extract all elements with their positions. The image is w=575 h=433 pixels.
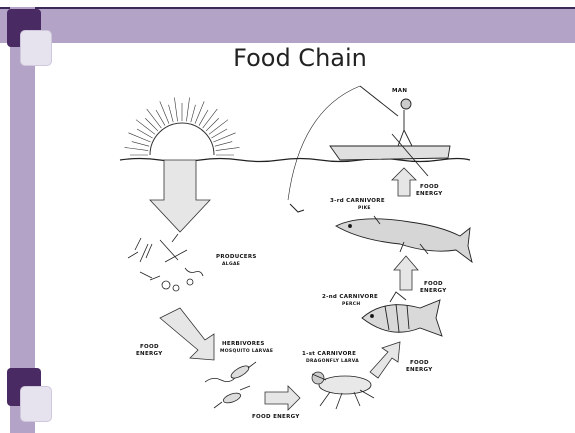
sun-ray bbox=[145, 118, 158, 131]
man-label: MAN bbox=[392, 88, 407, 94]
sun-ray bbox=[124, 147, 148, 150]
first-carnivore-label: 1-st CARNIVORE bbox=[302, 351, 356, 357]
sun-ray bbox=[147, 109, 162, 128]
sun-ray bbox=[169, 105, 174, 122]
sun-ray bbox=[213, 133, 235, 142]
second-carnivore-sublabel: PERCH bbox=[342, 301, 360, 307]
third-carnivore-sublabel: PIKE bbox=[358, 205, 371, 211]
energy-label-2: ENERGY bbox=[420, 288, 447, 294]
second-carnivore-label: 2-nd CARNIVORE bbox=[322, 294, 378, 300]
herbivores-label: HERBIVORES bbox=[222, 341, 265, 347]
sun-ray bbox=[132, 142, 149, 147]
algae-illustration bbox=[128, 234, 203, 291]
sun-ray bbox=[195, 101, 204, 123]
sun-ray bbox=[206, 118, 219, 131]
food-energy-arrow-dragonfly bbox=[370, 342, 400, 378]
food-energy-label-bottom: FOOD ENERGY bbox=[252, 414, 300, 420]
sun-ray bbox=[209, 120, 228, 135]
sun-ray bbox=[191, 105, 196, 122]
third-carnivore-label: 3-rd CARNIVORE bbox=[330, 198, 385, 204]
food-label-4: FOOD bbox=[420, 184, 439, 190]
mosquito-larvae-illustration bbox=[205, 362, 256, 408]
pike-illustration bbox=[336, 216, 472, 262]
energy-label-1: ENERGY bbox=[136, 351, 163, 357]
sun-ray bbox=[203, 109, 218, 128]
food-label-2: FOOD bbox=[424, 281, 443, 287]
sun-ray bbox=[215, 142, 232, 147]
food-energy-arrow-pike bbox=[392, 168, 416, 196]
sun-ray bbox=[186, 97, 189, 121]
food-energy-arrow-producers bbox=[160, 308, 214, 360]
sun-illustration bbox=[124, 97, 239, 155]
sunlight-arrow bbox=[150, 160, 210, 232]
sun-ray bbox=[160, 101, 169, 123]
food-label-3: FOOD bbox=[410, 360, 429, 366]
sun-ray bbox=[128, 133, 150, 142]
sun-ray bbox=[174, 97, 177, 121]
food-label-1: FOOD bbox=[140, 344, 159, 350]
food-energy-arrow-perch bbox=[394, 256, 418, 290]
food-energy-arrow-herbivores bbox=[265, 386, 300, 410]
dragonfly-larva-illustration bbox=[312, 372, 374, 409]
first-carnivore-sublabel: DRAGONFLY LARVA bbox=[306, 358, 359, 364]
producers-label: PRODUCERS bbox=[216, 254, 257, 260]
sun-ray bbox=[136, 120, 155, 135]
herbivores-sublabel: MOSQUITO LARVAE bbox=[220, 348, 273, 354]
lure-illustration bbox=[290, 204, 304, 212]
energy-label-4: ENERGY bbox=[416, 191, 443, 197]
fisherman-illustration bbox=[288, 86, 450, 200]
sun-ray bbox=[216, 147, 240, 150]
energy-label-3: ENERGY bbox=[406, 367, 433, 373]
producers-sublabel: ALGAE bbox=[222, 261, 240, 267]
